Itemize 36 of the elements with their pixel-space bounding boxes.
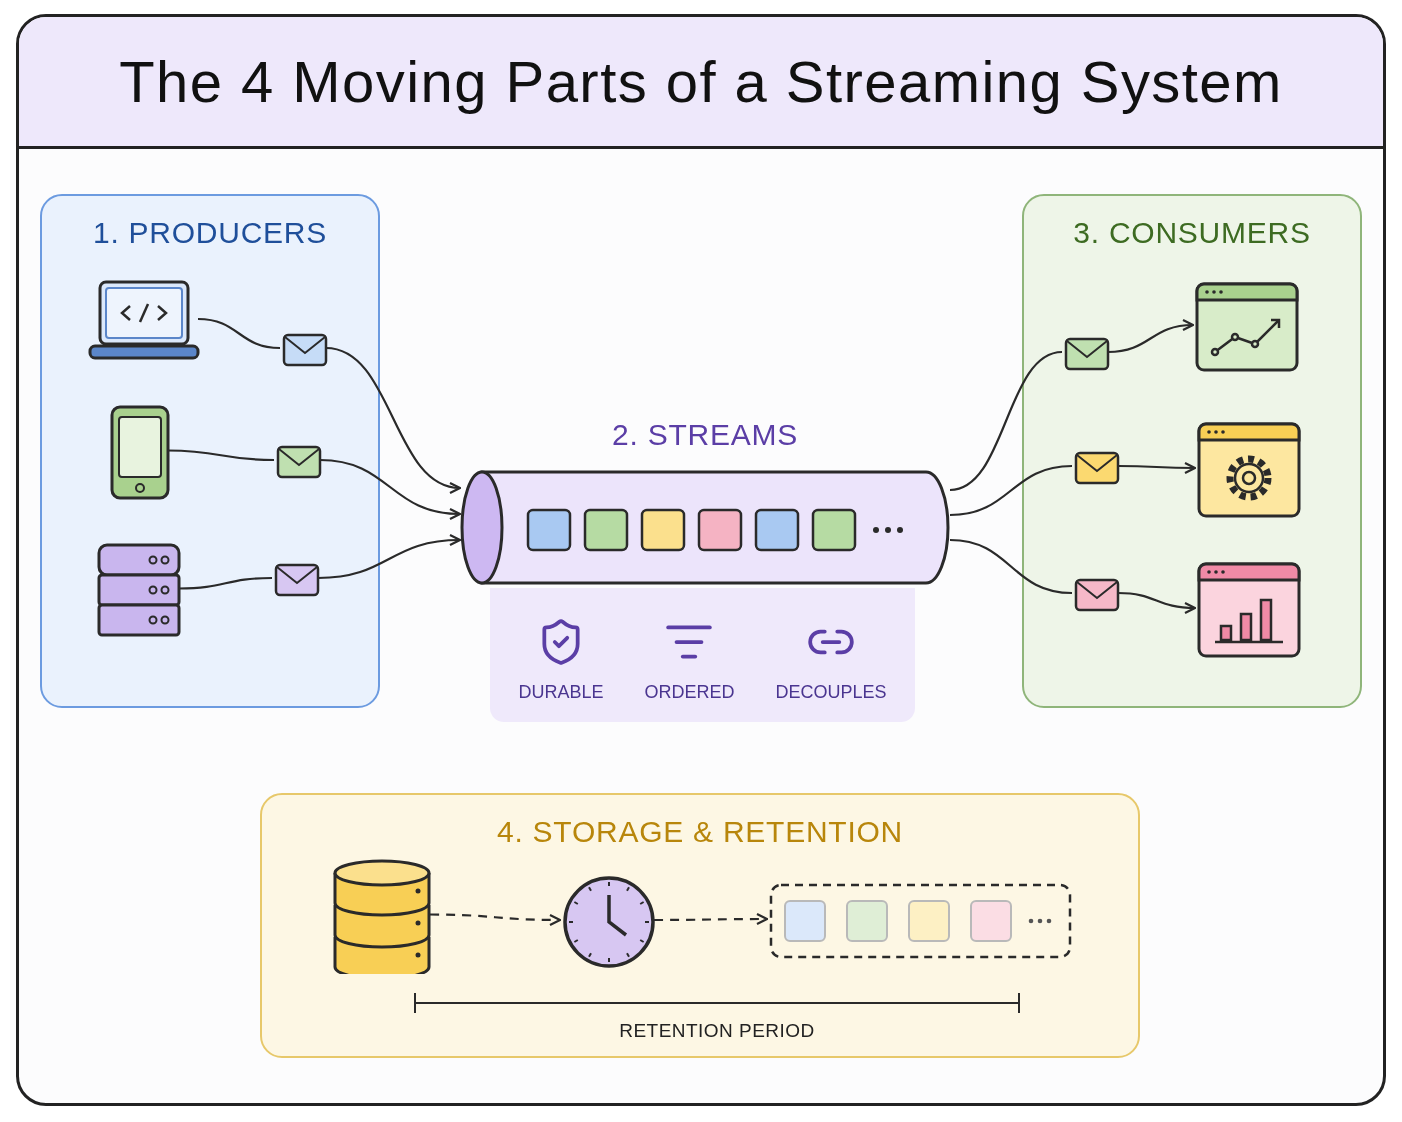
stream-heading: 2. STREAMS [611,417,799,453]
property-label: ORDERED [644,681,735,704]
arrow [654,912,769,926]
arrow [1107,319,1195,354]
cylinder-icon [332,859,432,974]
envelope-icon [1064,337,1110,371]
section-panel [1022,194,1362,708]
section-heading: 1. PRODUCERS [91,215,328,251]
title: The 4 Moving Parts of a Streaming System [119,48,1283,116]
window-icon [1197,422,1301,518]
arrow [325,346,462,493]
arrow [430,913,562,927]
property-label: DECOUPLES [775,681,887,704]
arrow [319,458,462,520]
section-heading: 3. CONSUMERS [1072,215,1312,251]
window-icon [1195,282,1299,372]
box-icon [769,883,1072,959]
envelope-icon [1074,578,1120,612]
section-heading: 4. STORAGE & RETENTION [496,814,904,850]
dimension-label: RETENTION PERIOD [618,1019,816,1043]
arrow [317,534,462,580]
envelope-icon [282,333,328,367]
envelope-icon [276,445,322,479]
property-label: DURABLE [518,681,604,704]
properties-panel [490,588,915,722]
section-panel [40,194,380,708]
phone-icon [110,405,170,500]
laptop-icon [88,280,200,362]
section-panel [260,793,1140,1058]
arrow [1117,591,1197,614]
window-icon [1197,562,1301,658]
server-icon [97,543,181,638]
arrow [1118,461,1197,475]
clock-icon [562,875,656,969]
envelope-icon [1074,451,1120,485]
envelope-icon [274,563,320,597]
